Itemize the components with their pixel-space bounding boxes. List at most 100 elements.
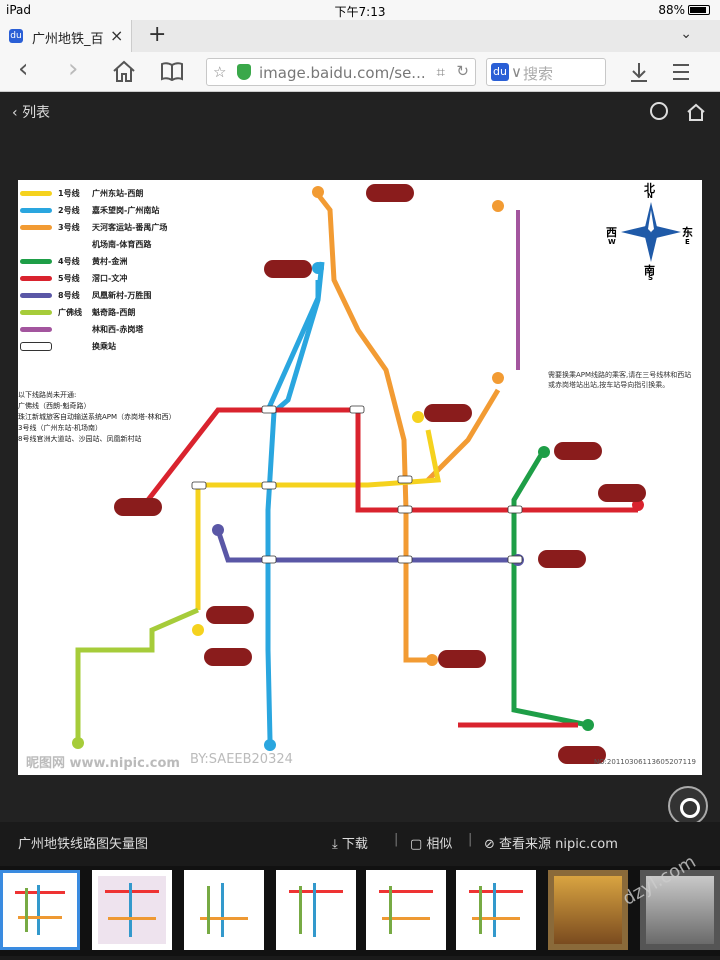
legend-line-name: 3号线	[58, 223, 80, 232]
thumbnail-item[interactable]	[548, 870, 628, 950]
reload-icon[interactable]: ↻	[456, 62, 469, 80]
compass-south-letter: S	[648, 274, 654, 282]
back-button[interactable]: ‹	[18, 54, 29, 84]
legend-swatch-line3	[20, 225, 52, 230]
view-source-button[interactable]: ⊘ 查看来源 nipic.com	[484, 837, 618, 852]
search-box[interactable]: du ∨ 搜索	[486, 58, 606, 86]
legend-route: 机场南-体育西路	[92, 240, 152, 249]
legend-row: 1号线 广州东站-西朗	[18, 186, 188, 203]
legend-swatch-line8	[20, 293, 52, 298]
legend-row: 2号线 嘉禾望岗-广州南站	[18, 203, 188, 220]
url-text: image.baidu.com/se...	[259, 64, 426, 82]
note-line: 3号线（广州东站-机场南）	[18, 424, 102, 432]
legend-route: 魁奇路-西朗	[92, 308, 136, 317]
legend-row: 4号线 黄村-金洲	[18, 254, 188, 271]
battery-indicator: 88%	[658, 3, 710, 17]
legend-row: 8号线 凤凰新村-万胜围	[18, 288, 188, 305]
download-button[interactable]: ⤓ 下载	[332, 837, 368, 852]
legend-route: 天河客运站-番禺广场	[92, 223, 168, 232]
legend-swatch-transfer	[20, 342, 52, 351]
compass-north: 北	[644, 182, 655, 195]
floating-action-button[interactable]	[668, 786, 708, 826]
note-line: 广佛线（西朗-魁奇路）	[18, 402, 91, 410]
compass-icon	[621, 202, 681, 262]
legend-row: 机场南-体育西路	[18, 237, 188, 254]
compass-rose: 北 N 西 W 东 E 南 S	[606, 180, 694, 282]
legend-route: 广州东站-西朗	[92, 189, 144, 198]
metro-map-image[interactable]: 1号线 广州东站-西朗 2号线 嘉禾望岗-广州南站 3号线 天河客运站-番禺广场…	[18, 180, 702, 775]
baidu-engine-icon[interactable]: du	[491, 63, 509, 81]
author-watermark: BY:SAEEB20324	[190, 752, 293, 767]
scan-icon[interactable]: ⌗	[436, 63, 445, 81]
bookmarks-icon[interactable]	[160, 61, 184, 81]
thumbnail-strip	[0, 866, 720, 956]
legend-line-name: 5号线	[58, 274, 80, 283]
legend-route: 嘉禾望岗-广州南站	[92, 206, 160, 215]
tab-title: 广州地铁_百	[32, 32, 104, 47]
legend-swatch-apm	[20, 327, 52, 332]
legend-route: 林和西-赤岗塔	[92, 325, 144, 334]
thumbnail-item[interactable]	[92, 870, 172, 950]
compass-west-letter: W	[608, 238, 616, 246]
compass-east: 东	[682, 226, 693, 239]
tab-menu-chevron-icon[interactable]: ⌄	[680, 26, 692, 42]
legend-route: 换乘站	[92, 342, 116, 351]
unopened-lines-notes: 以下线路尚未开通: 广佛线（西朗-魁奇路） 珠江新城旅客自动输送系统APM（赤岗…	[18, 390, 218, 445]
legend-row: 广佛线 魁奇路-西朗	[18, 305, 188, 322]
similar-button[interactable]: ▢ 相似	[410, 837, 453, 852]
compass-west: 西	[606, 226, 617, 239]
browser-toolbar: ‹ › ☆ image.baidu.com/se... ⌗ ↻ du ∨ 搜索	[0, 52, 720, 92]
note-line: 8号线官洲大道站、沙园站、凤凰新村站	[18, 435, 142, 443]
search-placeholder: 搜索	[523, 65, 554, 83]
legend-line-name: 2号线	[58, 206, 80, 215]
legend-swatch-guangfo	[20, 310, 52, 315]
legend-row: 林和西-赤岗塔	[18, 322, 188, 339]
forward-button[interactable]: ›	[68, 54, 79, 84]
image-area: 1号线 广州东站-西朗 2号线 嘉禾望岗-广州南站 3号线 天河客运站-番禺广场…	[0, 132, 720, 822]
map-legend: 1号线 广州东站-西朗 2号线 嘉禾望岗-广州南站 3号线 天河客运站-番禺广场…	[18, 186, 188, 356]
secure-shield-icon	[237, 64, 251, 80]
home-icon[interactable]	[112, 60, 136, 82]
menu-icon[interactable]	[670, 62, 692, 82]
browser-tab[interactable]: du 广州地铁_百 ×	[0, 20, 132, 52]
viewer-home-icon[interactable]	[686, 103, 706, 121]
baidu-favicon-icon: du	[9, 29, 23, 43]
compass-south: 南	[644, 264, 655, 277]
divider: |	[394, 832, 399, 847]
legend-swatch-line1	[20, 191, 52, 196]
favorite-star-icon[interactable]: ☆	[213, 63, 227, 81]
new-tab-button[interactable]: +	[148, 22, 167, 47]
legend-row: 换乘站	[18, 339, 188, 356]
legend-line-name: 1号线	[58, 189, 80, 198]
legend-line-name: 广佛线	[58, 308, 82, 317]
engine-dropdown-icon[interactable]: ∨	[511, 63, 522, 81]
note-line: 以下线路尚未开通:	[18, 391, 77, 399]
note-line: 珠江新城旅客自动输送系统APM（赤岗塔-林和西）	[18, 413, 176, 421]
image-caption: 广州地铁线路图矢量图	[18, 837, 149, 852]
thumbnail-item[interactable]	[640, 870, 720, 950]
image-action-bar: 广州地铁线路图矢量图 ⤓ 下载 | ▢ 相似 | ⊘ 查看来源 nipic.co…	[0, 822, 720, 862]
user-icon[interactable]	[650, 102, 668, 120]
metro-lines-graphic	[72, 184, 646, 764]
thumbnail-item[interactable]	[456, 870, 536, 950]
close-tab-icon[interactable]: ×	[110, 26, 124, 45]
thumbnail-item[interactable]	[0, 870, 80, 950]
address-bar[interactable]: ☆ image.baidu.com/se... ⌗ ↻	[206, 58, 476, 86]
legend-route: 滘口-文冲	[92, 274, 128, 283]
thumbnail-item[interactable]	[366, 870, 446, 950]
compass-east-letter: E	[685, 238, 690, 246]
download-icon[interactable]	[628, 61, 650, 83]
nipic-watermark: 昵图网 www.nipic.com	[26, 756, 180, 771]
divider: |	[468, 832, 473, 847]
legend-line-name: 8号线	[58, 291, 80, 300]
device-name: iPad	[6, 3, 32, 17]
legend-route: 黄村-金洲	[92, 257, 128, 266]
thumbnail-item[interactable]	[184, 870, 264, 950]
thumbnail-item[interactable]	[276, 870, 356, 950]
image-id: NO:20110306113605207119	[593, 758, 696, 766]
legend-swatch-line2	[20, 208, 52, 213]
compass-north-letter: N	[647, 192, 653, 200]
tab-bar: du 广州地铁_百 × + ⌄	[0, 20, 720, 52]
legend-line-name: 4号线	[58, 257, 80, 266]
back-to-list-button[interactable]: ‹ 列表	[12, 105, 51, 121]
